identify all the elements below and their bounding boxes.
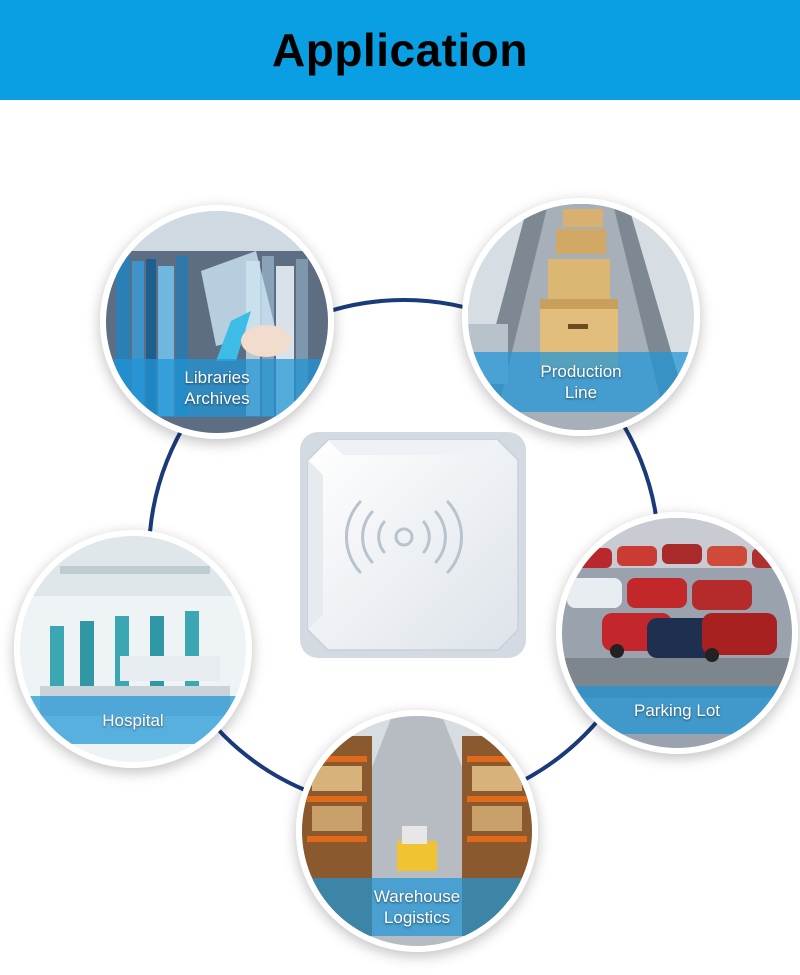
app-label-hospital: Hospital [102,710,164,730]
rfid-waves-icon [345,500,463,574]
app-label-production: Production Line [540,362,622,402]
page-title: Application [272,24,528,76]
app-bubble-production: Production Line [462,198,700,436]
header-bar: Application [0,0,800,100]
app-bubble-parking: Parking Lot [556,512,798,754]
app-label-warehouse: Warehouse Logistics [373,887,461,927]
app-label-libraries: Libraries Archives [184,368,250,408]
app-bubble-warehouse: Warehouse Logistics [296,710,538,952]
app-bubble-hospital: Hospital [14,530,252,768]
app-bubble-libraries: Libraries Archives [100,205,334,439]
app-label-parking: Parking Lot [634,700,720,720]
rfid-reader-device [298,430,528,660]
